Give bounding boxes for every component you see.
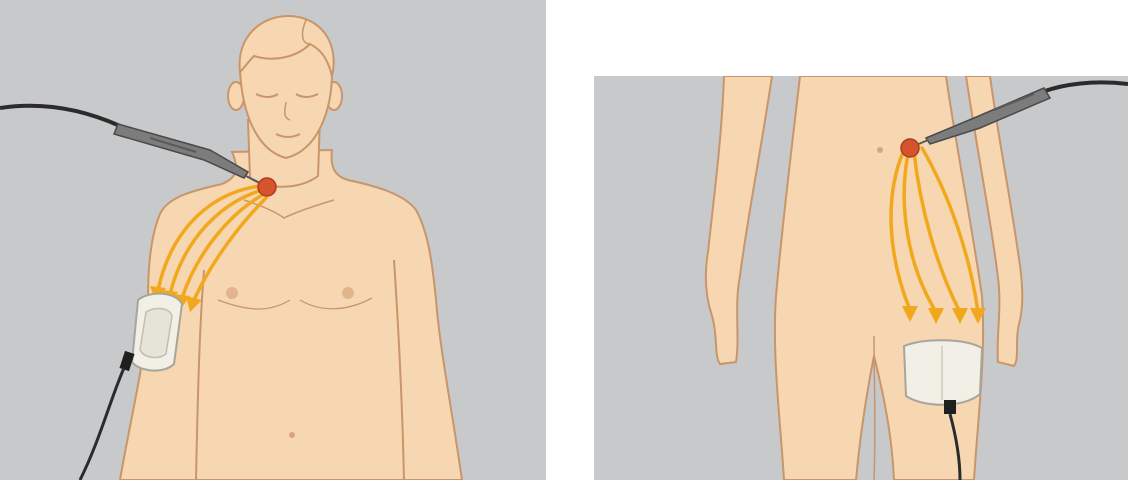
navel <box>877 147 883 153</box>
active-electrode-point <box>901 139 919 157</box>
panel-legs <box>594 76 1128 480</box>
panel-upper-body <box>0 0 546 480</box>
active-electrode-point <box>258 178 276 196</box>
navel <box>289 432 295 438</box>
upper-body-illustration <box>0 0 546 480</box>
nipple-left <box>226 287 238 299</box>
nipple-right <box>342 287 354 299</box>
legs-illustration <box>594 76 1128 480</box>
